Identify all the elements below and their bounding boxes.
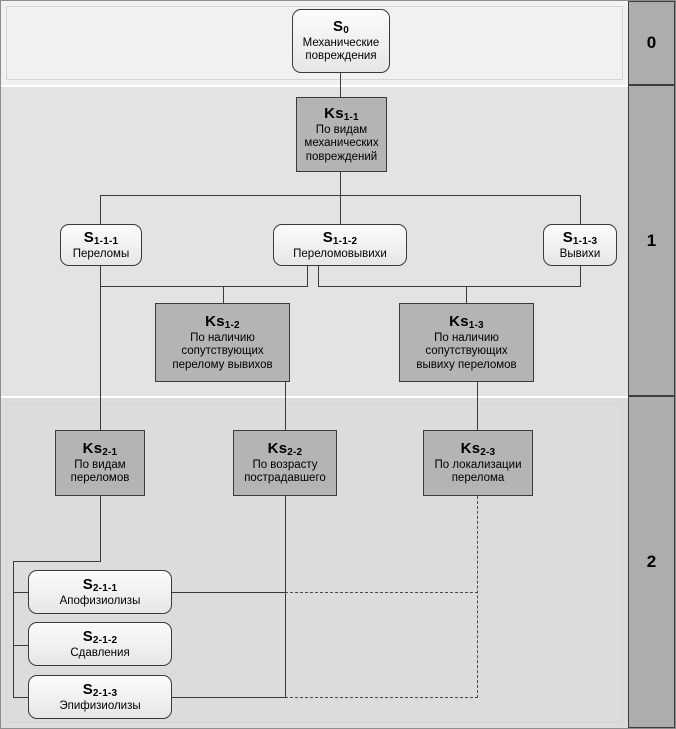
connector-bus-to-s2-1-3 — [13, 697, 29, 698]
node-s2-1-1[interactable]: S2-1-1 Апофизиолизы — [28, 570, 172, 614]
node-ks2-1-code: Ks2-1 — [82, 440, 118, 459]
node-ks1-1[interactable]: Ks1-1 По видам механических повреждений — [296, 97, 387, 172]
level-indicator-1-label: 1 — [646, 230, 657, 250]
level-indicator-1: 1 — [628, 85, 675, 396]
node-ks2-3-code: Ks2-3 — [460, 440, 496, 459]
node-ks2-3[interactable]: Ks2-3 По локализации перелома — [423, 430, 533, 496]
node-ks1-1-code: Ks1-1 — [324, 104, 359, 123]
connector-ks1-3-to-ks2-3 — [477, 382, 478, 430]
connector-ks1-1-down — [340, 172, 341, 196]
node-s2-1-1-code: S2-1-1 — [82, 575, 118, 594]
level-indicator-2-label: 2 — [646, 552, 657, 571]
node-s1-1-3-code: S1-1-3 — [562, 228, 598, 247]
node-ks2-2[interactable]: Ks2-2 По возрасту пострадавшего — [233, 430, 337, 496]
connector-bus-to-s1-1-3 — [580, 195, 581, 224]
band-0-inner-frame — [6, 6, 623, 80]
node-s1-1-2-description: Переломовывихи — [293, 247, 387, 260]
connector-s2-1-3-to-ks2-3-dashed — [285, 697, 478, 698]
connector-s2-1-1-to-ks2-2 — [172, 592, 286, 593]
node-ks2-2-description: По возрасту пострадавшего — [244, 458, 326, 485]
connector-s2-1-1-to-ks2-3-dashed — [285, 592, 478, 593]
node-s1-1-3[interactable]: S1-1-3 Вывихи — [543, 224, 617, 266]
connector-bus-to-s2-1-2 — [13, 645, 29, 646]
level-indicator-0-label: 0 — [646, 33, 657, 52]
node-s2-1-2[interactable]: S2-1-2 Сдавления — [28, 622, 172, 666]
node-ks2-1[interactable]: Ks2-1 По видам переломов — [55, 430, 145, 496]
connector-ks2-1-down — [100, 496, 101, 562]
node-s2-1-2-code: S2-1-2 — [82, 627, 118, 646]
connector-s1-1-2-right-down-to-ks1-3 — [318, 265, 319, 287]
node-ks2-2-code: Ks2-2 — [267, 440, 303, 459]
connector-s1-1-2-left-down-to-ks1-2 — [307, 265, 308, 287]
connector-s0-to-ks1-1 — [340, 73, 341, 97]
node-s0-code: S0 — [333, 18, 349, 37]
node-s1-1-1-description: Переломы — [72, 247, 130, 260]
connector-bus-ks1-2 — [100, 286, 308, 287]
node-s2-1-3[interactable]: S2-1-3 Эпифизиолизы — [28, 675, 172, 719]
node-ks1-3-code: Ks1-3 — [449, 312, 484, 331]
connector-ks2-1-to-left-bus — [13, 561, 101, 562]
connector-s2-1-3-to-ks2-2 — [172, 697, 286, 698]
connector-bus-to-s1-1-2 — [340, 195, 341, 224]
level-indicator-2: 2 — [628, 396, 675, 728]
node-s2-1-2-description: Сдавления — [70, 646, 130, 659]
node-s1-1-1-code: S1-1-1 — [83, 228, 119, 247]
node-ks1-3[interactable]: Ks1-3 По наличию сопутствующих вывиху пе… — [399, 303, 534, 382]
connector-s1-1-3-down-to-ks1-3 — [580, 265, 581, 287]
connector-bus-ks1-3 — [318, 286, 581, 287]
node-s0-description: Механические повреждения — [302, 36, 380, 63]
connector-ks1-2-to-ks2-2 — [285, 382, 286, 430]
connector-bus-to-s2-1-1 — [13, 592, 29, 593]
connector-left-vertical-bus — [13, 561, 14, 697]
connector-ks2-3-vertical-dashed — [477, 496, 478, 698]
node-ks1-3-description: По наличию сопутствующих вывиху переломо… — [416, 331, 517, 371]
node-ks1-1-description: По видам механических повреждений — [304, 123, 379, 163]
node-ks2-1-description: По видам переломов — [70, 458, 130, 485]
connector-ks2-2-vertical — [285, 496, 286, 698]
node-s0[interactable]: S0 Механические повреждения — [292, 9, 390, 73]
connector-bus-to-s1-1-1 — [100, 195, 101, 224]
connector-bus-to-ks1-3 — [466, 286, 467, 303]
node-ks1-2-description: По наличию сопутствующих перелому вывихо… — [172, 331, 273, 371]
connector-s1-1-1-to-ks2-1 — [100, 265, 101, 430]
node-s1-1-2-code: S1-1-2 — [322, 228, 358, 247]
node-ks1-2[interactable]: Ks1-2 По наличию сопутствующих перелому … — [155, 303, 290, 382]
node-s1-1-1[interactable]: S1-1-1 Переломы — [60, 224, 142, 266]
node-ks2-3-description: По локализации перелома — [434, 458, 522, 485]
node-s2-1-3-code: S2-1-3 — [82, 680, 118, 699]
node-ks1-2-code: Ks1-2 — [205, 312, 240, 331]
level-indicator-0: 0 — [628, 1, 675, 85]
node-s2-1-1-description: Апофизиолизы — [59, 594, 141, 607]
node-s1-1-2[interactable]: S1-1-2 Переломовывихи — [273, 224, 407, 266]
node-s2-1-3-description: Эпифизиолизы — [59, 699, 141, 712]
node-s1-1-3-description: Вывихи — [559, 247, 601, 260]
band-2-inner-frame — [6, 403, 623, 723]
connector-bus-to-ks1-2 — [223, 286, 224, 303]
